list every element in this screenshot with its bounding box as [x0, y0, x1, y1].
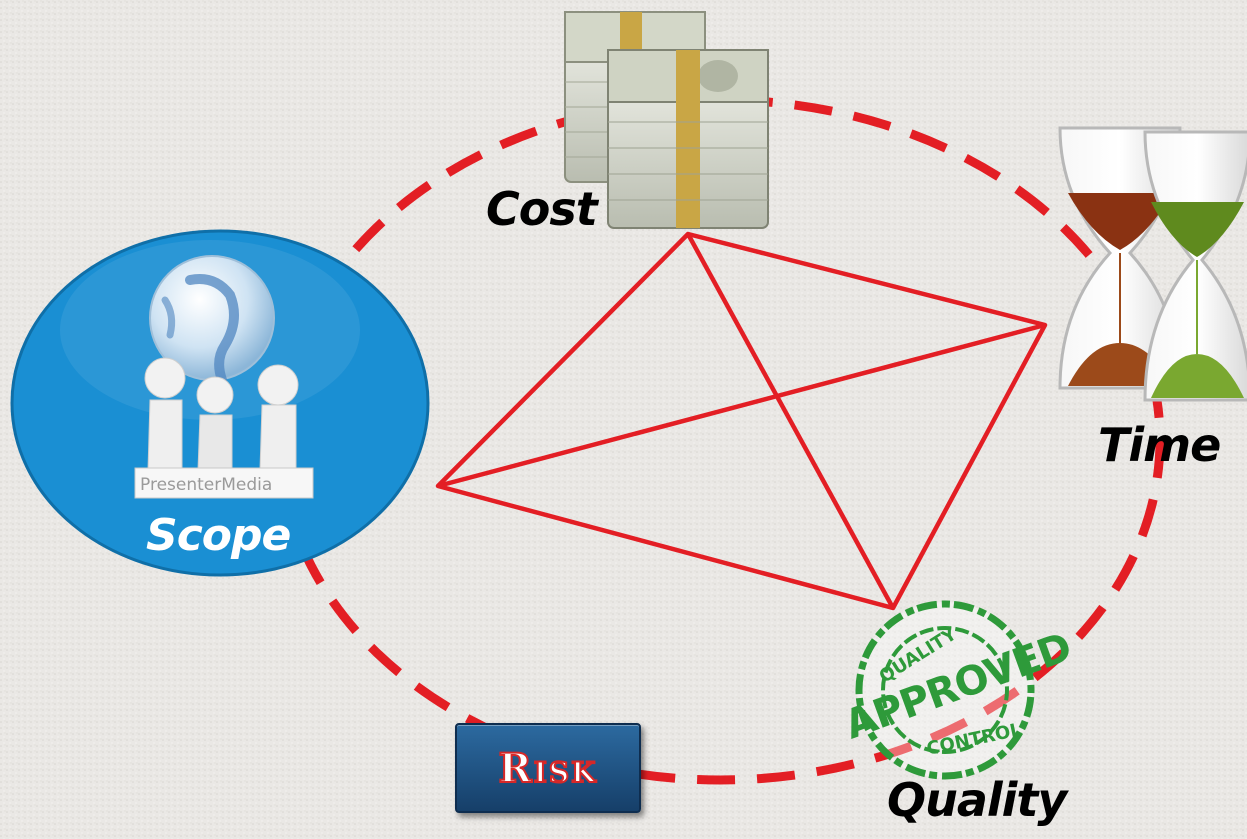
money-stack-icon: [564, 11, 769, 229]
scope-label: Scope: [146, 510, 291, 561]
risk-label: Risk: [498, 744, 598, 793]
globe-team-icon: PresenterMedia: [134, 255, 314, 499]
cost-label: Cost: [486, 182, 598, 236]
scope-node: PresenterMedia: [10, 229, 430, 577]
time-label: Time: [1098, 418, 1221, 472]
risk-button[interactable]: Risk: [455, 723, 641, 813]
hourglass-icon: [1058, 126, 1247, 402]
tradeoff-quadrilateral: [435, 231, 1048, 611]
presentermedia-logo-text: PresenterMedia: [140, 475, 272, 495]
diagonal-cost-quality: [686, 232, 895, 610]
diagonal-time-scope: [437, 322, 1046, 489]
quality-label: Quality: [887, 773, 1067, 827]
